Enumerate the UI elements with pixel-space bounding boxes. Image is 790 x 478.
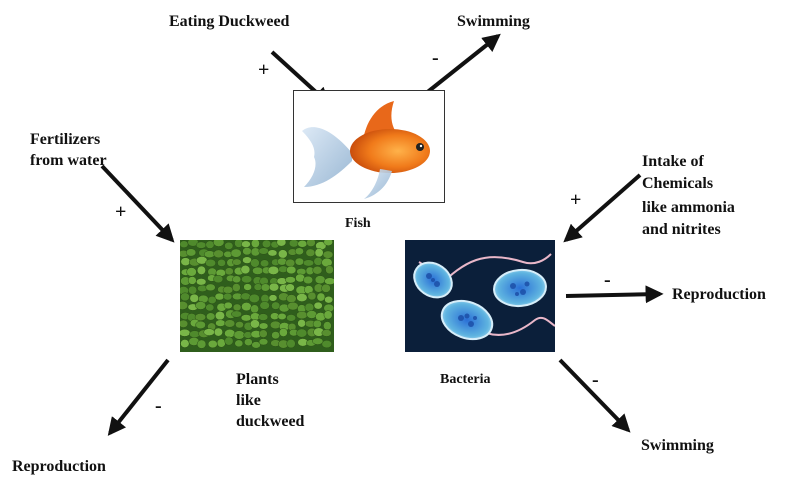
label-fish: Fish [345, 214, 371, 234]
label-intake-line2: Chemicals [642, 174, 713, 194]
label-reproduction-right: Reproduction [672, 285, 766, 305]
label-swimming-top: Swimming [457, 12, 530, 32]
arrow-fertilizers-to-plants [102, 166, 172, 240]
label-plants-line1: Plants [236, 370, 279, 390]
sign-fertilizers: + [115, 202, 126, 222]
label-plants-line3: duckweed [236, 412, 304, 432]
label-swimming-bottom: Swimming [641, 436, 714, 456]
sign-reproduction-right: - [604, 270, 611, 290]
label-fertilizers-line1: Fertilizers [30, 130, 100, 150]
sign-eating: + [258, 60, 269, 80]
arrow-bacteria-to-reproduction [566, 294, 660, 296]
fish-image [293, 90, 445, 203]
sign-intake: + [570, 190, 581, 210]
label-bacteria: Bacteria [440, 370, 491, 390]
sign-reproduction-bottom: - [155, 396, 162, 416]
sign-swimming-bottom: - [592, 370, 599, 390]
label-intake-line4: and nitrites [642, 220, 721, 240]
sign-swimming-top: - [432, 48, 439, 68]
label-reproduction-bottom: Reproduction [12, 457, 106, 477]
bacteria-image [405, 240, 555, 352]
label-intake-line3: like ammonia [642, 198, 735, 218]
label-plants-line2: like [236, 391, 261, 411]
label-fertilizers-line2: from water [30, 151, 107, 171]
duckweed-image [180, 240, 334, 352]
label-intake-line1: Intake of [642, 152, 704, 172]
label-eating-duckweed: Eating Duckweed [169, 12, 289, 32]
